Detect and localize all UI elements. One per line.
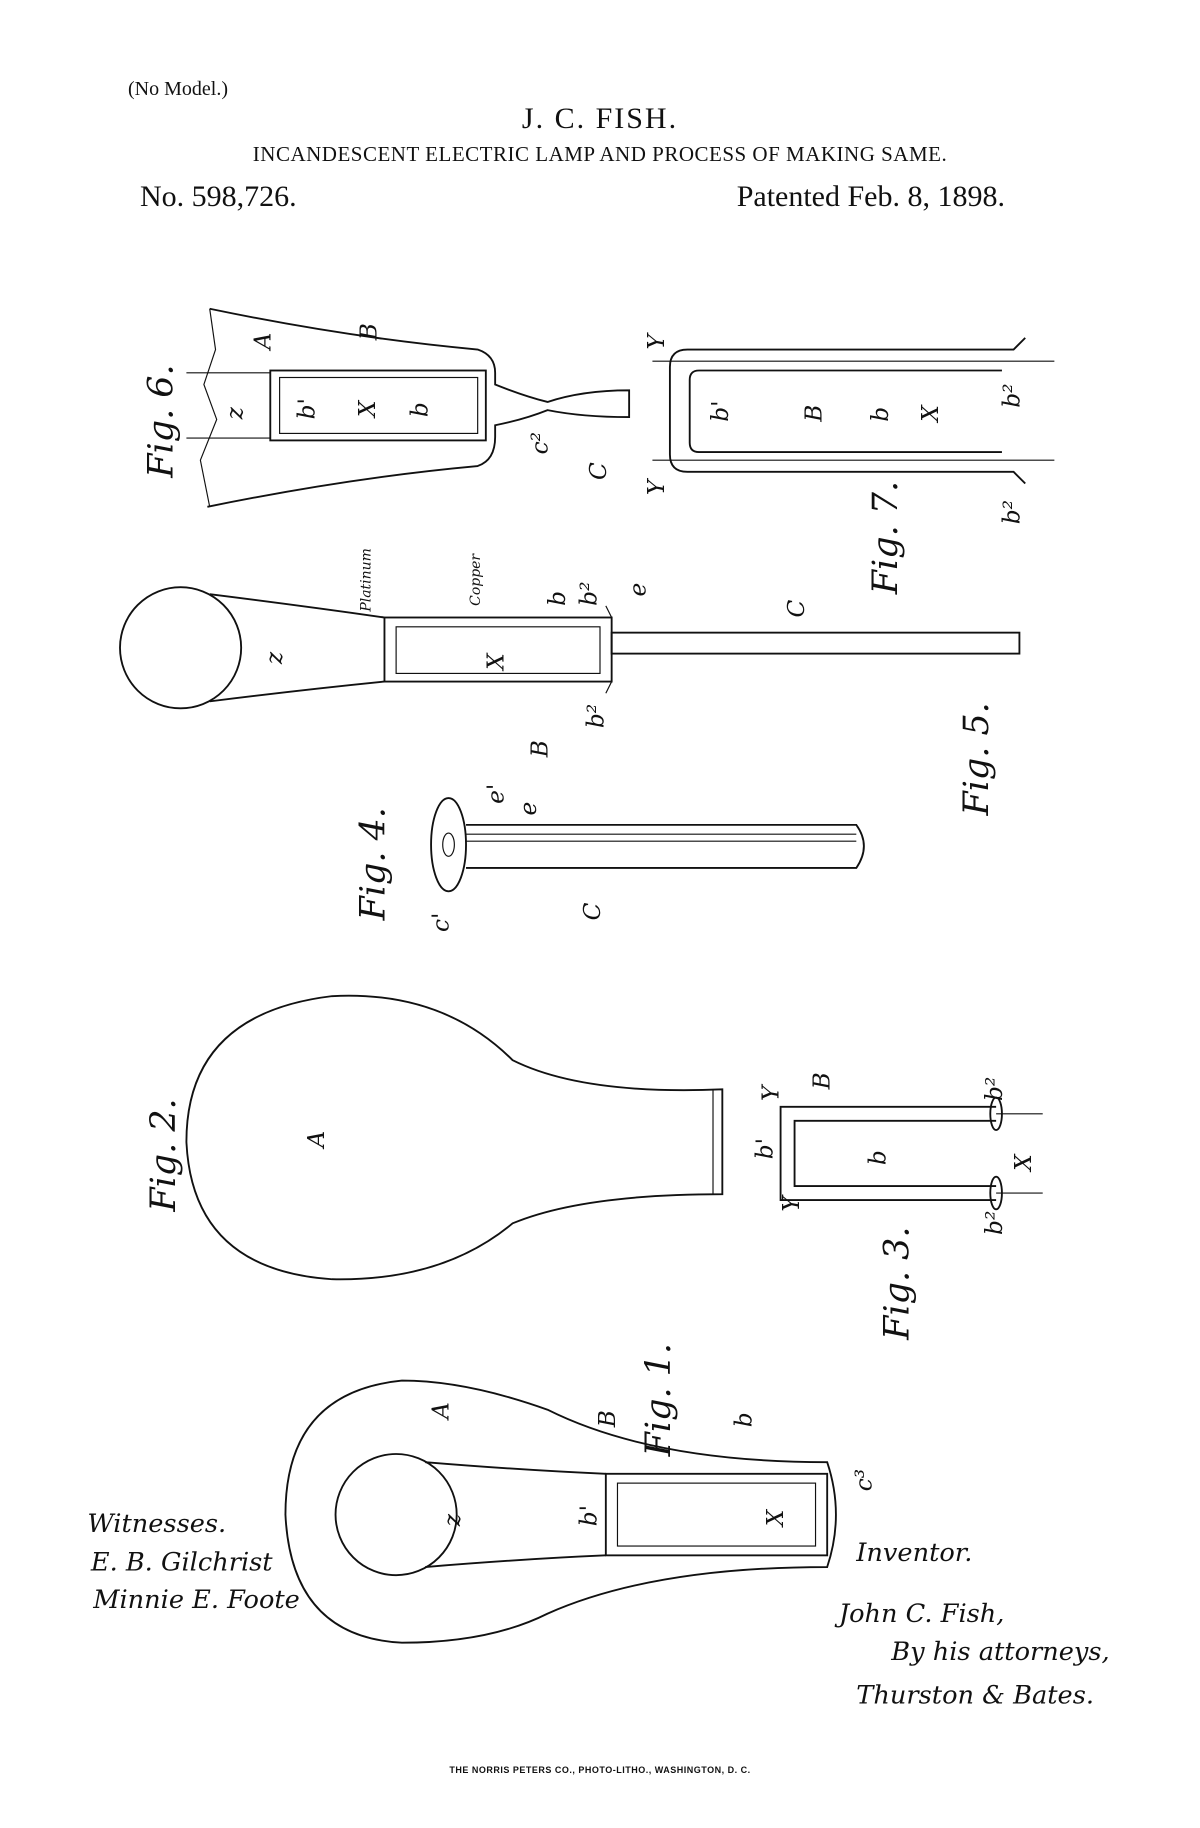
label-C: C — [783, 599, 810, 617]
label-b2: b² — [998, 384, 1025, 408]
label-b: b — [407, 402, 434, 417]
fig5-label: Fig. 5. — [957, 702, 997, 816]
figure-2: Fig. 2. A — [144, 994, 724, 1281]
inventor-label: Inventor. — [855, 1538, 972, 1568]
label-A: A — [428, 1402, 455, 1421]
patent-number: No. 598,726. — [140, 180, 297, 213]
label-C: C — [579, 902, 606, 920]
label-B: B — [594, 1410, 621, 1428]
witness-2: Minnie E. Foote — [92, 1585, 300, 1615]
label-e: e — [624, 583, 651, 597]
witnesses-label: Witnesses. — [87, 1509, 226, 1539]
label-B: B — [355, 323, 382, 341]
fig2-label: Fig. 2. — [144, 1098, 184, 1212]
label-Y: Y — [643, 477, 670, 495]
label-z: z — [261, 651, 288, 665]
inventor-signature: John C. Fish, — [834, 1599, 1005, 1629]
no-model-note: (No Model.) — [128, 78, 228, 100]
fig4-label: Fig. 4. — [353, 807, 393, 921]
label-B: B — [800, 405, 827, 423]
label-X: X — [1010, 1153, 1037, 1173]
label-b1: b' — [707, 400, 734, 421]
label-Y: Y — [778, 1194, 805, 1212]
figure-3: Y B b' b X b² b² Y Fig. 3. — [751, 1072, 1043, 1341]
label-b1: b' — [751, 1138, 778, 1159]
label-X: X — [762, 1508, 789, 1528]
label-c1: c' — [428, 913, 455, 932]
fig7-label: Fig. 7. — [866, 481, 906, 595]
label-b2: b² — [981, 1077, 1008, 1101]
witness-1: E. B. Gilchrist — [90, 1548, 273, 1578]
label-z: z — [221, 406, 248, 420]
by-attorneys: By his attorneys, — [890, 1637, 1109, 1667]
printer-imprint: THE NORRIS PETERS CO., PHOTO-LITHO., WAS… — [449, 1765, 751, 1775]
fig6-label: Fig. 6. — [141, 364, 181, 478]
label-X: X — [354, 399, 381, 419]
figure-6: Fig. 6. A B z b' X b c² C — [141, 307, 631, 508]
label-C: C — [585, 462, 612, 480]
label-platinum: Platinum — [358, 548, 374, 613]
figure-1: A B Fig. 1. b z b' X c³ — [284, 1343, 877, 1644]
figure-4: Fig. 4. e' e c' C — [353, 784, 865, 932]
figure-5: z Platinum Copper X b b² e B b² C Fig. 5… — [119, 548, 1021, 817]
fig1-label: Fig. 1. — [639, 1343, 679, 1457]
label-b2: b² — [998, 500, 1025, 524]
label-B: B — [809, 1072, 836, 1090]
figure-7: Y Y b' B b X b² b² Fig. 7. — [643, 332, 1055, 595]
patent-date: Patented Feb. 8, 1898. — [736, 180, 1005, 213]
label-e1: e' — [482, 784, 509, 804]
label-X: X — [482, 652, 509, 672]
fig3-label: Fig. 3. — [878, 1226, 918, 1340]
signatures: Witnesses. E. B. Gilchrist Minnie E. Foo… — [87, 1509, 1109, 1710]
label-b2: b² — [576, 582, 603, 606]
label-b: b — [544, 591, 571, 606]
label-z: z — [439, 1513, 466, 1527]
label-X: X — [917, 404, 944, 424]
label-c2: c² — [527, 432, 554, 454]
label-b: b — [730, 1412, 757, 1427]
patent-title: INCANDESCENT ELECTRIC LAMP AND PROCESS O… — [252, 142, 948, 166]
label-b: b — [864, 1150, 891, 1165]
label-e: e — [515, 802, 542, 816]
label-b1: b' — [576, 1505, 603, 1526]
label-b1: b' — [294, 398, 321, 419]
label-Y: Y — [757, 1083, 784, 1101]
label-A: A — [249, 333, 276, 352]
label-b2: b² — [981, 1211, 1008, 1235]
label-B: B — [527, 740, 554, 758]
label-c3: c³ — [850, 1469, 877, 1491]
label-Y: Y — [643, 332, 670, 350]
inventor-heading: J. C. FISH. — [521, 102, 679, 135]
label-b2: b² — [582, 704, 609, 728]
label-A: A — [303, 1131, 330, 1150]
label-b: b — [867, 407, 894, 422]
attorneys-signature: Thurston & Bates. — [856, 1680, 1094, 1710]
label-copper: Copper — [468, 553, 484, 606]
